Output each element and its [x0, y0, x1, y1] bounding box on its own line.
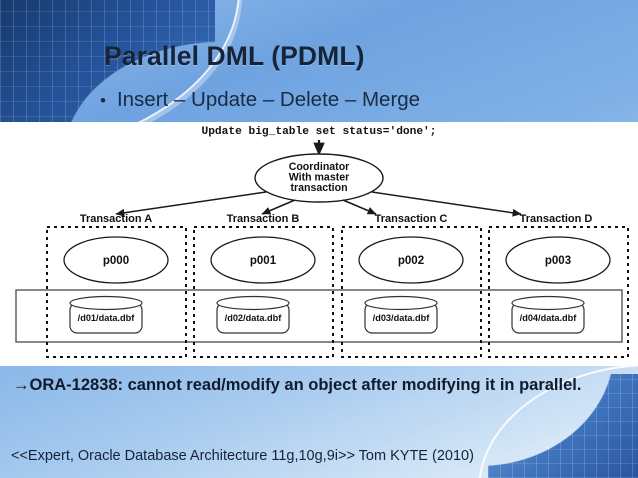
process-node-p000	[63, 236, 169, 284]
process-label-p001: p001	[250, 255, 277, 267]
transaction-label-b: Transaction B	[227, 213, 300, 225]
datafile-label-a: /d01/data.dbf	[78, 313, 136, 323]
datafile-cylinder-c	[364, 302, 438, 334]
bullet-item-label: Insert – Update – Delete – Merge	[116, 88, 421, 111]
coordinator-arrow-b	[261, 199, 296, 215]
process-node-p001	[210, 236, 316, 284]
coordinator-line-1: Coordinator	[289, 161, 350, 173]
datafile-cylinder-b	[216, 302, 290, 334]
coordinator-arrow-a	[115, 191, 267, 217]
tablespace-container	[15, 289, 623, 343]
process-node-p003	[505, 236, 611, 284]
transaction-label-a: Transaction A	[80, 213, 152, 225]
ora-error-note: →ORA-12838: cannot read/modify an object…	[13, 375, 613, 396]
process-node-p002	[358, 236, 464, 284]
coordinator-node	[254, 153, 384, 203]
ora-error-text: ORA-12838: cannot read/modify an object …	[29, 376, 582, 394]
datafile-cylinder-a	[69, 302, 143, 334]
page-title: Parallel DML (PDML)	[104, 41, 365, 71]
coordinator-line-2: With master	[289, 172, 350, 184]
transaction-box-a	[46, 226, 187, 358]
bullet-list: • Insert – Update – Delete – Merge	[100, 88, 570, 112]
sql-statement-label: Update big_table set status='done';	[202, 126, 437, 138]
coordinator-arrow-d	[371, 191, 522, 217]
datafile-label-d: /d04/data.dbf	[520, 313, 578, 323]
transaction-box-d	[488, 226, 629, 358]
datafile-label-c: /d03/data.dbf	[373, 313, 431, 323]
right-arrow-icon: →	[13, 376, 30, 394]
coordinator-arrow-c	[342, 199, 377, 215]
pdml-architecture-diagram: Update big_table set status='done'; Coor…	[0, 122, 638, 366]
process-label-p000: p000	[103, 255, 129, 267]
coordinator-line-3: transaction	[290, 182, 347, 194]
datafile-label-b: /d02/data.dbf	[225, 313, 283, 323]
transaction-box-c	[341, 226, 482, 358]
process-label-p002: p002	[398, 255, 424, 267]
bullet-marker-icon: •	[100, 91, 106, 110]
citation-text: <<Expert, Oracle Database Architecture 1…	[11, 448, 474, 464]
datafile-cylinder-d	[511, 302, 585, 334]
process-label-p003: p003	[545, 255, 571, 267]
transaction-label-d: Transaction D	[520, 213, 593, 225]
transaction-label-c: Transaction C	[375, 213, 448, 225]
transaction-box-b	[193, 226, 334, 358]
